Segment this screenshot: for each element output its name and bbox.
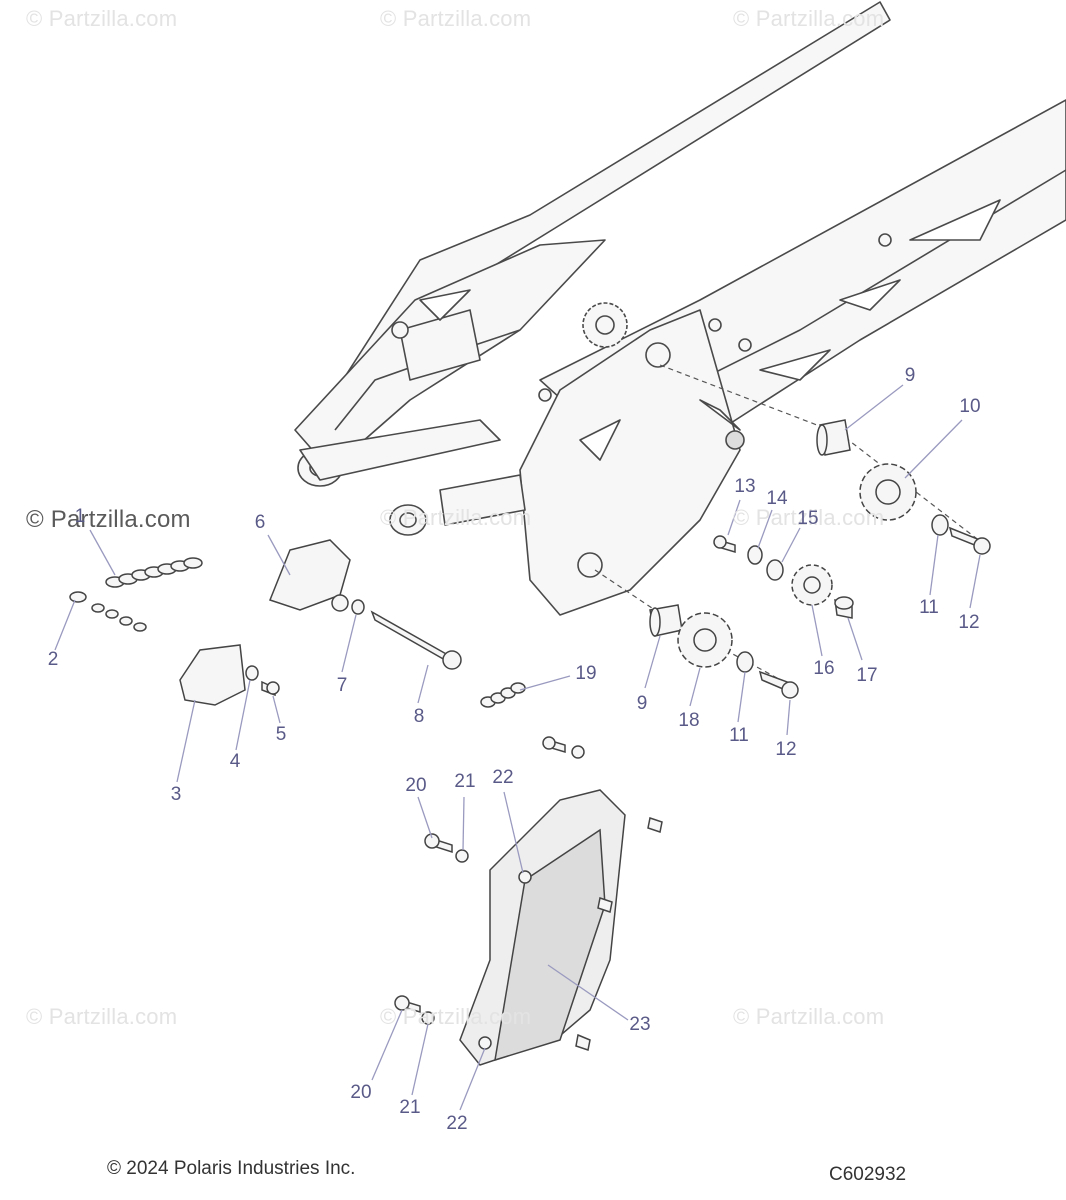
callout-9-lower: 9 [636, 693, 648, 714]
callout-1: 1 [74, 506, 86, 527]
callout-2: 2 [47, 649, 59, 670]
diagram-code: C602932 [829, 1164, 907, 1185]
callout-12-upper: 12 [958, 612, 980, 633]
callout-8: 8 [413, 706, 425, 727]
callout-9-upper: 9 [904, 365, 916, 386]
watermark: © Partzilla.com [733, 6, 885, 31]
callout-21-lower: 21 [399, 1097, 421, 1118]
short-chain [480, 682, 526, 708]
callout-23: 23 [629, 1014, 651, 1035]
callout-12-lower: 12 [775, 739, 797, 760]
callout-19: 19 [575, 663, 597, 684]
callout-7: 7 [336, 675, 348, 696]
chain-guide [179, 644, 246, 706]
watermark: © Partzilla.com [733, 1004, 885, 1029]
callout-5: 5 [275, 724, 287, 745]
callout-13: 13 [734, 476, 756, 497]
watermark: © Partzilla.com [380, 505, 532, 530]
callout-3: 3 [170, 784, 182, 805]
callout-20-lower: 20 [350, 1082, 372, 1103]
long-bolt [370, 610, 454, 666]
callout-22-lower: 22 [446, 1113, 468, 1134]
watermark: © Partzilla.com [380, 1004, 532, 1029]
watermark: © Partzilla.com [26, 6, 178, 31]
partzilla-watermark: © Partzilla.com [26, 506, 191, 533]
copyright-notice: © 2024 Polaris Industries Inc. [107, 1158, 356, 1179]
chain-connector-link [69, 591, 147, 632]
callout-11-lower: 11 [729, 725, 749, 746]
cross-axle [439, 474, 526, 526]
watermark: © Partzilla.com [380, 6, 532, 31]
callout-20-upper: 20 [405, 775, 427, 796]
callout-16: 16 [813, 658, 835, 679]
watermark: © Partzilla.com [733, 505, 885, 530]
callout-4: 4 [229, 751, 241, 772]
watermark: © Partzilla.com [26, 1004, 178, 1029]
callout-17: 17 [856, 665, 878, 686]
callout-11-upper: 11 [919, 597, 939, 618]
drive-chain [105, 557, 203, 588]
right-side-plate [519, 309, 741, 616]
callout-14: 14 [766, 488, 788, 509]
callout-21-upper: 21 [454, 771, 476, 792]
callout-15: 15 [797, 508, 819, 529]
callout-22-upper: 22 [492, 767, 514, 788]
callout-6: 6 [254, 512, 266, 533]
callout-10: 10 [959, 396, 981, 417]
callout-18: 18 [678, 710, 700, 731]
chain-tensioner [269, 539, 351, 611]
